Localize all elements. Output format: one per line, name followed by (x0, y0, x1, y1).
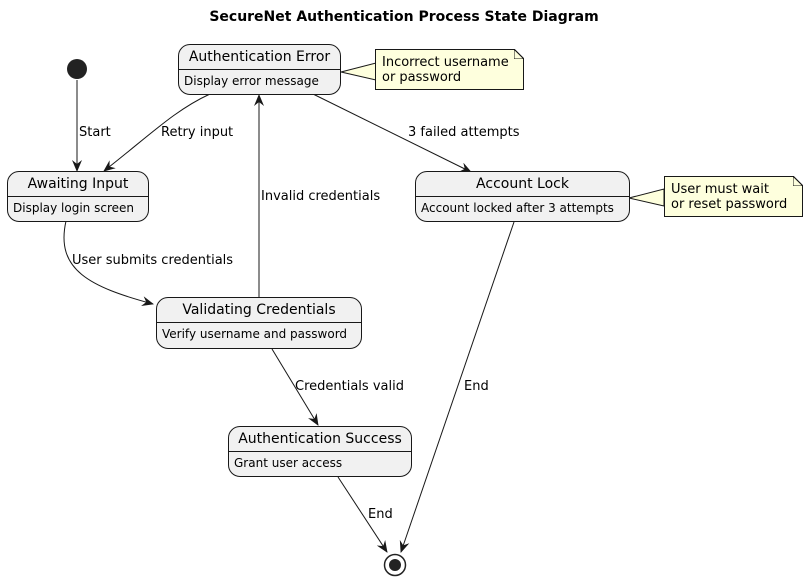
label-failed-attempts: 3 failed attempts (408, 125, 520, 140)
label-user-submits: User submits credentials (72, 253, 234, 268)
note-incorrect-credentials: Incorrect username or password (375, 49, 524, 90)
diagram-title: SecureNet Authentication Process State D… (209, 9, 599, 25)
note-line: or password (382, 70, 462, 85)
state-name: Awaiting Input (8, 172, 148, 197)
note-line: User must wait (671, 182, 769, 197)
error-note-connector (340, 62, 377, 81)
label-start: Start (79, 125, 111, 140)
state-name: Validating Credentials (157, 298, 361, 323)
state-awaiting-input: Awaiting Input Display login screen (7, 171, 149, 222)
edge-end-success (337, 476, 388, 553)
state-description: Account locked after 3 attempts (421, 201, 614, 215)
note-fold-icon (514, 49, 524, 59)
edge-retry (103, 93, 211, 172)
edge-submit (63, 220, 154, 306)
label-end-lock: End (464, 379, 489, 394)
label-retry-input: Retry input (161, 125, 234, 140)
label-credentials-valid: Credentials valid (295, 379, 404, 394)
note-wait-or-reset: User must wait or reset password (664, 176, 803, 217)
edge-failed (312, 93, 472, 173)
state-description: Grant user access (234, 456, 343, 470)
state-name: Authentication Error (179, 45, 340, 70)
note-line: or reset password (671, 197, 788, 212)
edge-end-lock (399, 221, 515, 553)
final-state-node (383, 553, 407, 577)
state-description: Verify username and password (162, 327, 348, 341)
state-description: Display error message (184, 74, 319, 88)
state-name: Authentication Success (229, 427, 411, 452)
initial-state-node (67, 59, 87, 79)
state-validating-credentials: Validating Credentials Verify username a… (156, 297, 362, 349)
label-end-success: End (368, 507, 393, 522)
edge-valid (271, 348, 319, 426)
label-invalid-credentials: Invalid credentials (261, 189, 381, 204)
note-line: Incorrect username (382, 55, 509, 70)
state-account-lock: Account Lock Account locked after 3 atte… (415, 171, 630, 222)
state-description: Display login screen (13, 201, 134, 215)
note-fold-icon (793, 176, 803, 186)
lock-note-connector (628, 188, 665, 207)
state-name: Account Lock (416, 172, 629, 197)
state-authentication-success: Authentication Success Grant user access (228, 426, 412, 477)
state-authentication-error: Authentication Error Display error messa… (178, 44, 341, 95)
